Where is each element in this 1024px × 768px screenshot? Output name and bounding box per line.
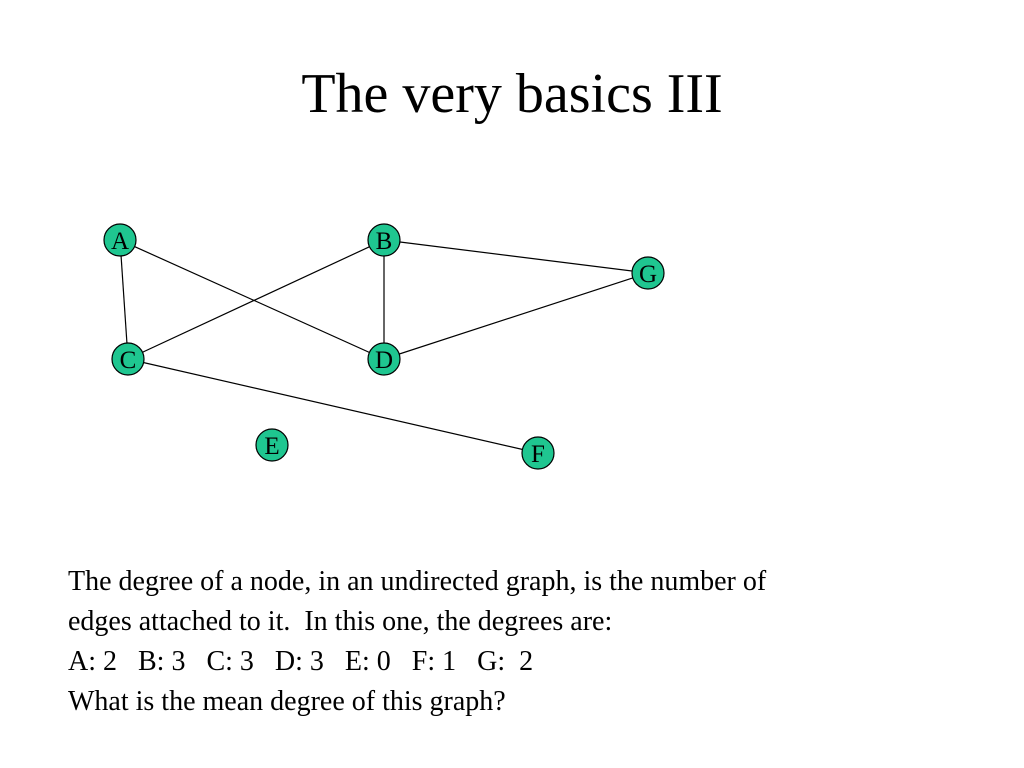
node-label: E	[264, 433, 279, 460]
edge-c-f	[127, 358, 539, 454]
node-label: C	[120, 347, 137, 374]
question-line: What is the mean degree of this graph?	[68, 686, 506, 717]
graph-edges	[119, 239, 649, 454]
node-label: D	[375, 347, 393, 374]
slide-title: The very basics III	[301, 63, 723, 125]
node-circle	[103, 223, 137, 257]
node-label: G	[639, 261, 657, 288]
graph-nodes: A B G C D E F	[103, 223, 665, 470]
node-f: F	[521, 436, 555, 470]
node-b: B	[367, 223, 401, 257]
edge-a-c	[119, 239, 129, 360]
node-circle	[367, 223, 401, 257]
node-g: G	[631, 256, 665, 290]
node-circle	[367, 342, 401, 376]
node-a: A	[103, 223, 137, 257]
node-label: A	[111, 228, 129, 255]
node-e: E	[255, 428, 289, 462]
node-d: D	[367, 342, 401, 376]
edge-d-g	[383, 272, 649, 360]
node-circle	[255, 428, 289, 462]
explanation-line-1: The degree of a node, in an undirected g…	[68, 566, 767, 597]
node-circle	[521, 436, 555, 470]
node-circle	[111, 342, 145, 376]
edge-b-c	[127, 239, 385, 360]
node-circle	[631, 256, 665, 290]
edge-a-d	[119, 239, 385, 360]
node-label: F	[531, 441, 545, 468]
explanation-line-2: edges attached to it. In this one, the d…	[68, 606, 613, 637]
explanation-text: The degree of a node, in an undirected g…	[68, 562, 968, 722]
node-label: B	[376, 228, 393, 255]
degree-list-line: A: 2 B: 3 C: 3 D: 3 E: 0 F: 1 G: 2	[68, 646, 534, 677]
edge-b-g	[383, 239, 649, 274]
node-c: C	[111, 342, 145, 376]
